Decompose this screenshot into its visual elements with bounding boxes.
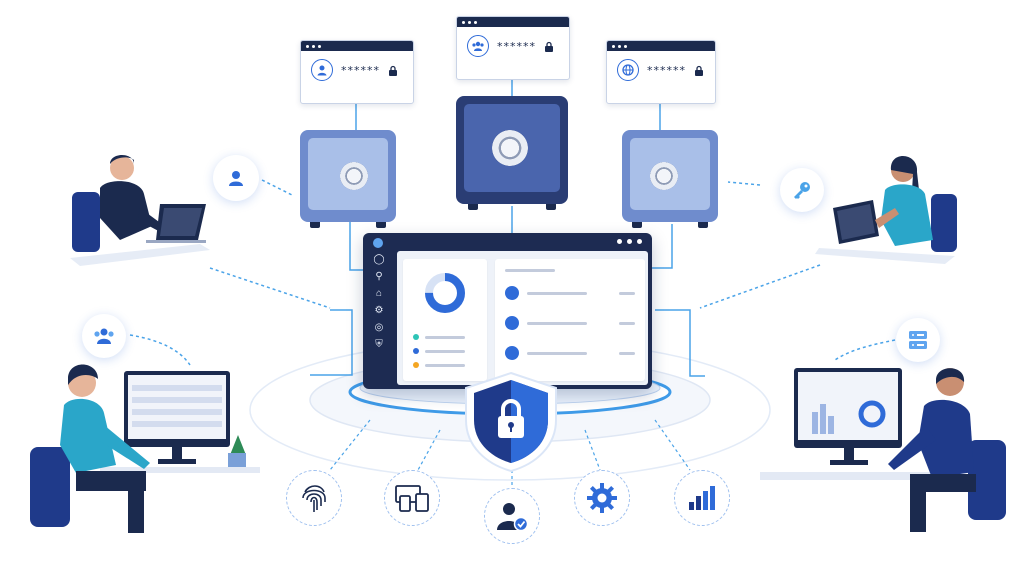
target-icon[interactable]: ◎ <box>374 322 384 333</box>
settings-feature <box>574 470 630 526</box>
lock-icon <box>389 65 397 76</box>
legend-swatch <box>413 348 419 354</box>
legend-swatch <box>413 334 419 340</box>
devices-feature <box>384 470 440 526</box>
user-icon <box>213 155 259 201</box>
analytics-feature <box>674 470 730 526</box>
devices-icon <box>395 485 429 512</box>
vault-safe-left <box>300 130 396 228</box>
account-list <box>495 278 645 368</box>
key-icon <box>780 168 824 212</box>
user-icon <box>505 286 519 300</box>
list-item[interactable] <box>495 308 645 338</box>
masked-password: ****** <box>341 63 380 77</box>
user-desktop-left-bottom <box>30 364 260 533</box>
group-icon <box>467 35 489 57</box>
window-controls <box>617 239 642 244</box>
chart-legend <box>403 334 487 368</box>
masked-password: ****** <box>647 63 686 77</box>
dashboard-sidebar: ◯ ⚲ ⌂ ⚙ ◎ ⛨ <box>363 251 395 389</box>
credential-card-right: ****** <box>606 40 716 104</box>
app-logo-icon <box>373 238 383 248</box>
shield-icon[interactable]: ⛨ <box>375 339 383 350</box>
globe-icon <box>617 59 639 81</box>
accounts-panel <box>495 259 645 381</box>
lock-icon <box>545 41 553 52</box>
user-icon <box>311 59 333 81</box>
masked-password: ****** <box>497 39 536 53</box>
user-icon <box>505 346 519 360</box>
vault-safe-center <box>456 96 568 210</box>
legend-item <box>413 334 477 340</box>
window-titlebar <box>301 41 413 51</box>
dashboard-main <box>397 251 648 385</box>
combination-dial <box>650 162 678 190</box>
credential-card-left: ****** <box>300 40 414 104</box>
stats-panel <box>403 259 487 381</box>
list-item[interactable] <box>495 278 645 308</box>
fingerprint-icon <box>302 485 326 512</box>
donut-chart <box>425 273 465 313</box>
lock-icon <box>695 65 703 76</box>
settings-icon[interactable]: ⚙ <box>374 305 384 316</box>
user-icon <box>505 316 519 330</box>
credential-card-center: ****** <box>456 16 570 80</box>
window-titlebar <box>457 17 569 27</box>
bar-chart-icon <box>689 486 715 510</box>
fingerprint-feature <box>286 470 342 526</box>
combination-dial <box>340 162 368 190</box>
server-icon <box>896 318 940 362</box>
user-laptop-left-top <box>70 155 210 266</box>
vault-safe-right <box>622 130 718 228</box>
legend-item <box>413 348 477 354</box>
group-icon <box>82 314 126 358</box>
legend-item <box>413 362 477 368</box>
verified-user-feature <box>484 488 540 544</box>
list-item[interactable] <box>495 338 645 368</box>
key-icon[interactable]: ⚲ <box>375 271 383 282</box>
password-manager-dashboard: ◯ ⚲ ⌂ ⚙ ◎ ⛨ <box>363 233 652 389</box>
home-icon[interactable]: ⌂ <box>375 288 383 299</box>
window-titlebar <box>607 41 715 51</box>
gear-icon <box>587 483 617 513</box>
verified-user-icon <box>497 503 529 532</box>
user-desktop-right-bottom <box>760 368 1006 532</box>
shield-lock-icon <box>465 371 557 473</box>
user-icon[interactable]: ◯ <box>373 254 385 265</box>
legend-swatch <box>413 362 419 368</box>
user-tablet-right-top <box>815 155 957 264</box>
combination-dial <box>492 130 528 166</box>
